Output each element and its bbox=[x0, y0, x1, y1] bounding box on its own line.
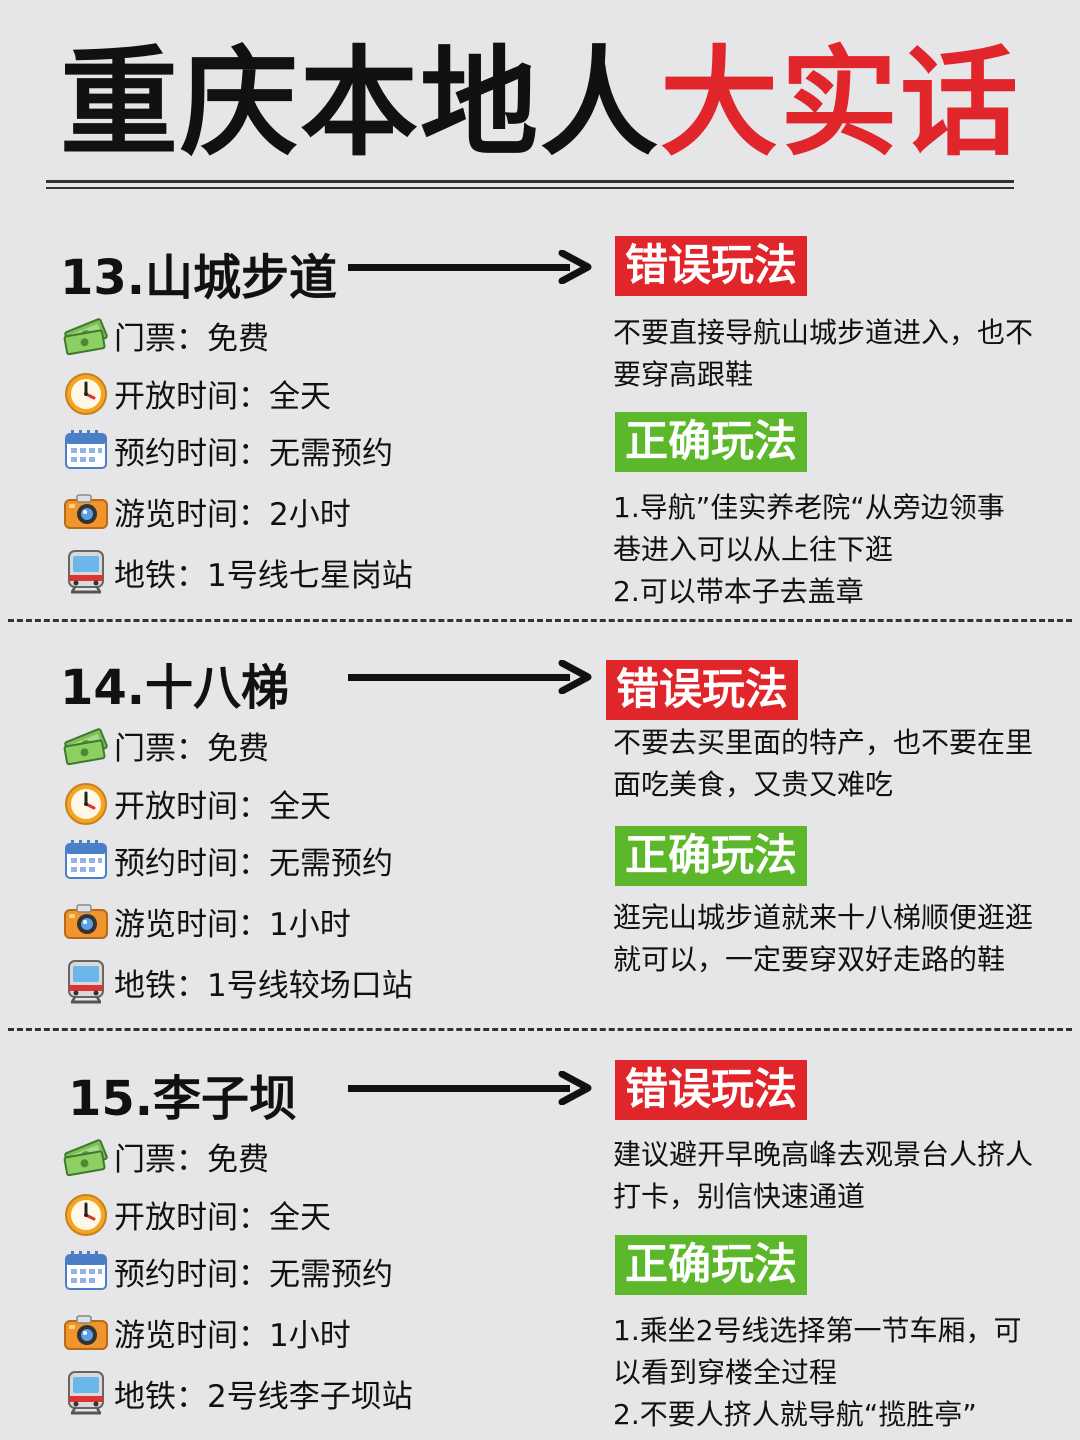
money-icon bbox=[62, 311, 110, 359]
section-title: 13.山城步道 bbox=[60, 250, 338, 306]
wrong-way-text: 不要去买里面的特产，也不要在里 面吃美食，又贵又难吃 bbox=[613, 722, 1068, 806]
title-black-part: 重庆本地人 bbox=[59, 34, 660, 172]
title-red-part: 大实话 bbox=[660, 34, 1021, 172]
right-way-line: 1.乘坐2号线选择第一节车厢，可 bbox=[613, 1314, 1022, 1347]
info-reservation: 预约时间：无需预约 bbox=[62, 425, 622, 475]
right-way-text: 1.乘坐2号线选择第一节车厢，可 以看到穿楼全过程 2.不要人挤人就导航“揽胜亭… bbox=[613, 1310, 1068, 1436]
arrow-icon bbox=[348, 250, 592, 284]
info-ticket: 门票：免费 bbox=[62, 1131, 622, 1181]
wrong-way-text: 不要直接导航山城步道进入，也不 要穿高跟鞋 bbox=[613, 312, 1068, 396]
right-way-line: 1.导航”佳实养老院“从旁边领事 bbox=[613, 491, 1005, 524]
calendar-icon bbox=[62, 1247, 110, 1295]
camera-icon bbox=[62, 897, 110, 945]
info-reservation-text: 预约时间：无需预约 bbox=[114, 845, 393, 882]
info-visit-duration-text: 游览时间：1小时 bbox=[114, 1317, 351, 1354]
clock-icon bbox=[62, 369, 110, 417]
clock-icon bbox=[62, 779, 110, 827]
info-open-hours-text: 开放时间：全天 bbox=[114, 788, 331, 825]
wrong-way-line: 要穿高跟鞋 bbox=[613, 358, 754, 391]
info-reservation: 预约时间：无需预约 bbox=[62, 1246, 622, 1296]
right-way-line: 2.可以带本子去盖章 bbox=[613, 575, 864, 608]
wrong-way-text: 建议避开早晚高峰去观景台人挤人 打卡，别信快速通道 bbox=[613, 1134, 1068, 1218]
section-title: 15.李子坝 bbox=[68, 1071, 298, 1127]
info-metro: 地铁：1号线七星岗站 bbox=[62, 547, 622, 597]
wrong-way-line: 不要去买里面的特产，也不要在里 bbox=[613, 726, 1034, 759]
info-open-hours: 开放时间：全天 bbox=[62, 368, 622, 418]
right-way-line: 巷进入可以从上往下逛 bbox=[613, 533, 894, 566]
right-way-tag: 正确玩法 bbox=[615, 826, 807, 886]
info-ticket: 门票：免费 bbox=[62, 310, 622, 360]
info-ticket: 门票：免费 bbox=[62, 720, 622, 770]
arrow-icon bbox=[348, 1071, 592, 1105]
wrong-way-tag: 错误玩法 bbox=[615, 1060, 807, 1120]
page-title: 重庆本地人大实话 bbox=[0, 28, 1080, 178]
section-divider bbox=[8, 1028, 1072, 1031]
camera-icon bbox=[62, 487, 110, 535]
info-visit-duration: 游览时间：1小时 bbox=[62, 1307, 622, 1357]
metro-icon bbox=[62, 958, 110, 1006]
right-way-text: 逛完山城步道就来十八梯顺便逛逛 就可以，一定要穿双好走路的鞋 bbox=[613, 897, 1068, 981]
info-reservation-text: 预约时间：无需预约 bbox=[114, 1256, 393, 1293]
calendar-icon bbox=[62, 426, 110, 474]
metro-icon bbox=[62, 548, 110, 596]
calendar-icon bbox=[62, 836, 110, 884]
info-metro: 地铁：1号线较场口站 bbox=[62, 957, 622, 1007]
wrong-way-tag: 错误玩法 bbox=[615, 236, 807, 296]
camera-icon bbox=[62, 1308, 110, 1356]
right-way-tag: 正确玩法 bbox=[615, 1235, 807, 1295]
wrong-way-line: 不要直接导航山城步道进入，也不 bbox=[613, 316, 1034, 349]
info-metro-text: 地铁：1号线七星岗站 bbox=[114, 557, 413, 594]
info-visit-duration: 游览时间：1小时 bbox=[62, 896, 622, 946]
wrong-way-tag: 错误玩法 bbox=[606, 660, 798, 720]
info-metro-text: 地铁：2号线李子坝站 bbox=[114, 1378, 413, 1415]
info-visit-duration-text: 游览时间：1小时 bbox=[114, 906, 351, 943]
info-visit-duration: 游览时间：2小时 bbox=[62, 486, 622, 536]
section-divider bbox=[8, 619, 1072, 622]
title-underline-thin bbox=[46, 187, 1014, 189]
section-title: 14.十八梯 bbox=[60, 660, 290, 716]
wrong-way-line: 面吃美食，又贵又难吃 bbox=[613, 768, 894, 801]
right-way-tag: 正确玩法 bbox=[615, 412, 807, 472]
info-reservation-text: 预约时间：无需预约 bbox=[114, 435, 393, 472]
info-open-hours: 开放时间：全天 bbox=[62, 778, 622, 828]
info-ticket-text: 门票：免费 bbox=[114, 1141, 269, 1178]
money-icon bbox=[62, 721, 110, 769]
wrong-way-line: 建议避开早晚高峰去观景台人挤人 bbox=[613, 1138, 1034, 1171]
right-way-line: 逛完山城步道就来十八梯顺便逛逛 bbox=[613, 901, 1034, 934]
clock-icon bbox=[62, 1190, 110, 1238]
info-metro-text: 地铁：1号线较场口站 bbox=[114, 967, 413, 1004]
info-open-hours-text: 开放时间：全天 bbox=[114, 1199, 331, 1236]
money-icon bbox=[62, 1132, 110, 1180]
right-way-line: 以看到穿楼全过程 bbox=[613, 1356, 838, 1389]
right-way-line: 2.不要人挤人就导航“揽胜亭” bbox=[613, 1398, 977, 1431]
info-open-hours-text: 开放时间：全天 bbox=[114, 378, 331, 415]
metro-icon bbox=[62, 1369, 110, 1417]
arrow-icon bbox=[348, 660, 592, 694]
info-reservation: 预约时间：无需预约 bbox=[62, 835, 622, 885]
title-underline bbox=[46, 180, 1014, 183]
info-metro: 地铁：2号线李子坝站 bbox=[62, 1368, 622, 1418]
info-ticket-text: 门票：免费 bbox=[114, 730, 269, 767]
info-ticket-text: 门票：免费 bbox=[114, 320, 269, 357]
right-way-text: 1.导航”佳实养老院“从旁边领事 巷进入可以从上往下逛 2.可以带本子去盖章 bbox=[613, 487, 1068, 613]
info-visit-duration-text: 游览时间：2小时 bbox=[114, 496, 351, 533]
wrong-way-line: 打卡，别信快速通道 bbox=[613, 1180, 866, 1213]
info-open-hours: 开放时间：全天 bbox=[62, 1189, 622, 1239]
right-way-line: 就可以，一定要穿双好走路的鞋 bbox=[613, 943, 1006, 976]
